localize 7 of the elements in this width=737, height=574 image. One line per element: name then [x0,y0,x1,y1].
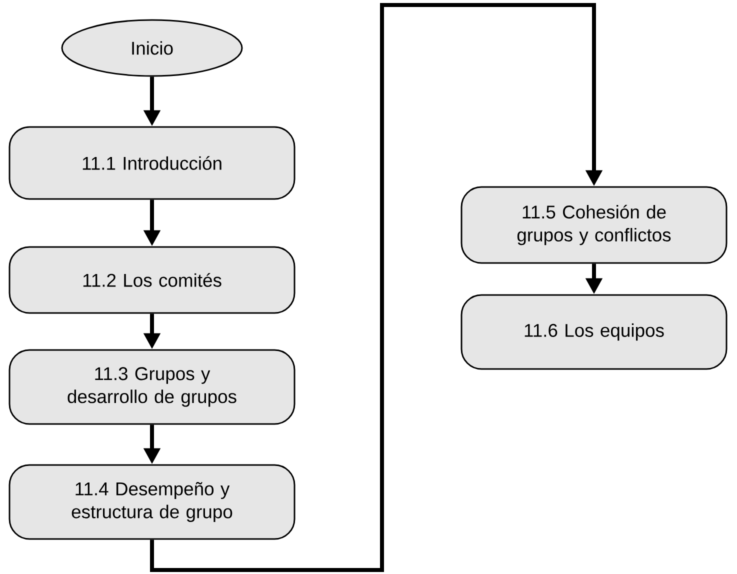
process-box: 11.6 Los equipos [460,294,728,370]
process-box: 11.4 Desempeño y estructura de grupo [8,464,296,540]
process-box: 11.5 Cohesión de grupos y conflictos [460,186,728,264]
process-box: 11.3 Grupos y desarrollo de grupos [8,349,296,425]
arrow [150,3,603,572]
process-box: 11.2 Los comités [8,246,296,314]
process-box: 11.1 Introducción [8,126,296,200]
